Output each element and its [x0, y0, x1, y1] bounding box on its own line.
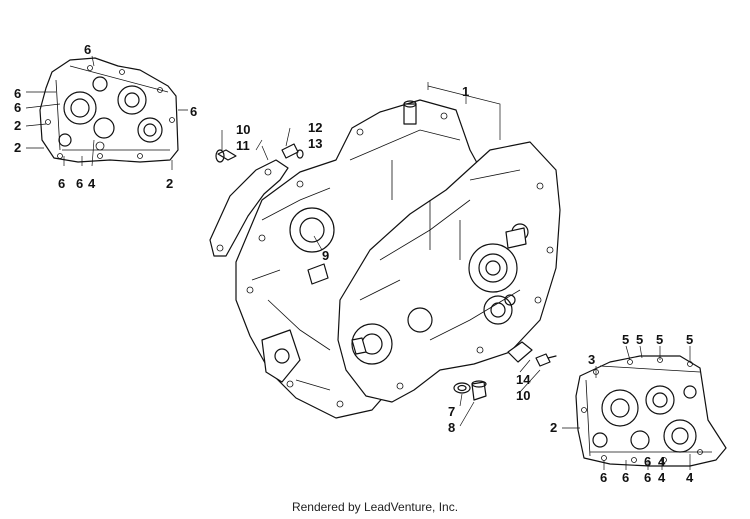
- callout-6-left-1: 6: [14, 86, 21, 101]
- drain-plug-8-and-washer-7: [453, 380, 487, 401]
- callout-10-upper: 10: [236, 122, 250, 137]
- callout-5-b: 5: [636, 332, 643, 347]
- callout-5-d: 5: [686, 332, 693, 347]
- callout-4-br-2: 4: [686, 470, 694, 485]
- crankcase-half-left-view: [39, 57, 179, 163]
- callout-13: 13: [308, 136, 322, 151]
- callout-10-lower: 10: [516, 388, 530, 403]
- footer-credit: Rendered by LeadVenture, Inc.: [291, 500, 459, 514]
- callout-6-br-1: 6: [600, 470, 607, 485]
- callout-2-right-view: 2: [550, 420, 557, 435]
- callout-2-bottom-right: 2: [166, 176, 173, 191]
- main-crankcase-assembly: [235, 99, 561, 419]
- callout-5-a: 5: [622, 332, 629, 347]
- callout-7: 7: [448, 404, 455, 419]
- callout-4-bottom: 4: [88, 176, 96, 191]
- callout-14: 14: [516, 372, 531, 387]
- leader-lines: [25, 55, 691, 470]
- callout-11: 11: [236, 138, 250, 153]
- callout-5-c: 5: [656, 332, 663, 347]
- callout-6-br-2: 6: [622, 470, 629, 485]
- callout-9: 9: [322, 248, 329, 263]
- bolt-12-and-oring-13: [281, 143, 304, 159]
- crankcase-half-right-view: [575, 355, 727, 467]
- callout-4-br-3: 4: [658, 454, 666, 469]
- callout-2-left-2: 2: [14, 140, 21, 155]
- callout-6-br-3: 6: [644, 470, 651, 485]
- callout-6-bottom-1: 6: [58, 176, 65, 191]
- callout-6-bottom-2: 6: [76, 176, 83, 191]
- callout-6-top: 6: [84, 42, 91, 57]
- callout-labels: 1 9 10 11 12 13 14 10 7 8 6 6 6 2 2 6 2 …: [14, 42, 694, 485]
- callout-6-left-2: 6: [14, 100, 21, 115]
- callout-1: 1: [462, 84, 469, 99]
- callout-6-br-4: 6: [644, 454, 651, 469]
- callout-4-br-1: 4: [658, 470, 666, 485]
- callout-12: 12: [308, 120, 322, 135]
- callout-3: 3: [588, 352, 595, 367]
- callout-2-left-1: 2: [14, 118, 21, 133]
- screw-10-upper: [215, 149, 237, 163]
- callout-8: 8: [448, 420, 455, 435]
- callout-6-right: 6: [190, 104, 197, 119]
- gasket: [209, 159, 289, 257]
